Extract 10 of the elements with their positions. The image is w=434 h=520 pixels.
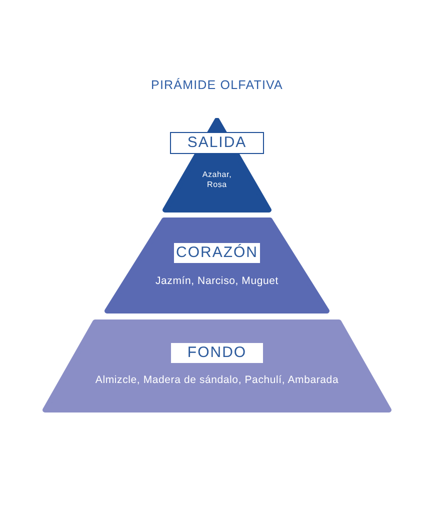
tier-heading: FONDO bbox=[170, 342, 264, 364]
note-list: Almizcle, Madera de sándalo, Pachulí, Ambarada bbox=[49, 374, 385, 388]
tier-heading: CORAZÓN bbox=[173, 242, 261, 264]
diagram-title: PIRÁMIDE OLFATIVA bbox=[151, 78, 283, 93]
pyramid-tier bbox=[162, 118, 272, 213]
tier-heading: SALIDA bbox=[170, 132, 264, 154]
note-list: Azahar, Rosa bbox=[194, 170, 240, 191]
pyramid-tier bbox=[42, 319, 392, 413]
pyramid-tier bbox=[104, 217, 330, 314]
note-list: Jazmín, Narciso, Muguet bbox=[112, 275, 322, 289]
